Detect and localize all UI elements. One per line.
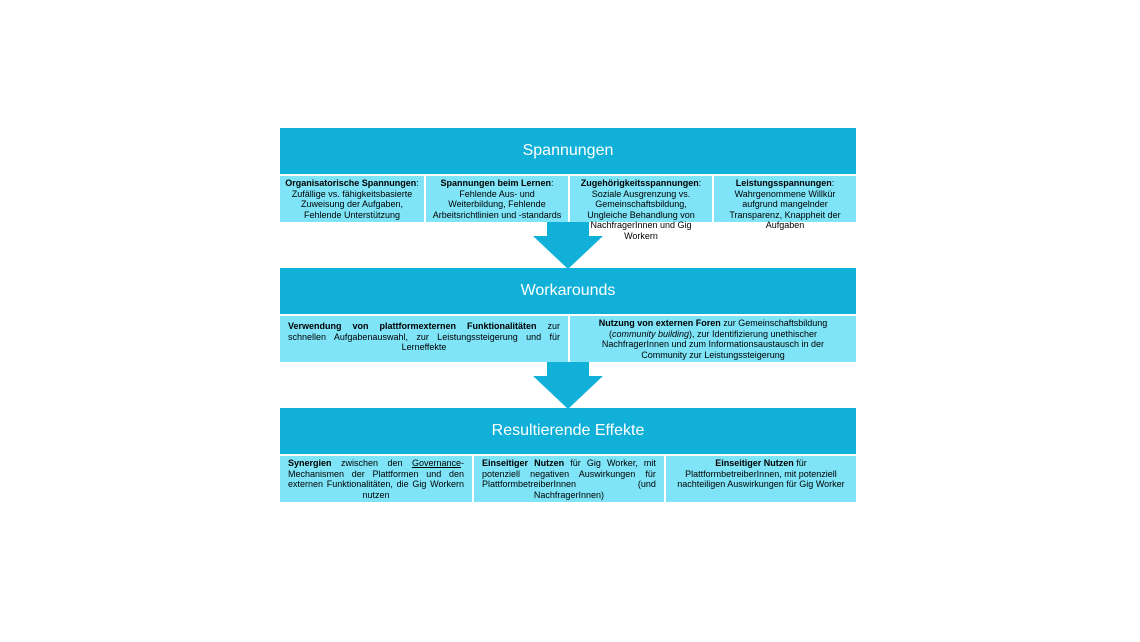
cell-heading: Verwendung von plattformexternen Funktio… bbox=[288, 321, 537, 331]
cell-heading: Nutzung von externen Foren bbox=[598, 318, 721, 328]
cell-heading: Zugehörigkeitsspannungen bbox=[580, 178, 699, 188]
spannungen-title: Spannungen bbox=[522, 142, 614, 159]
cell-text: : Wahrgenommene Willkür aufgrund mangeln… bbox=[729, 178, 841, 230]
workarounds-title: Workarounds bbox=[520, 282, 616, 299]
workarounds-header: Workarounds bbox=[280, 268, 856, 314]
spannungen-section: Spannungen Organisatorische Spannungen: … bbox=[280, 128, 856, 241]
cell-text: zur Gemeinschaftsbildung ( bbox=[608, 318, 828, 339]
cell-heading: Organisatorische Spannungen bbox=[285, 178, 417, 188]
cell-heading: Einseitiger Nutzen bbox=[715, 458, 794, 468]
cell-text: für Gig Worker, mit potenziell negativen… bbox=[481, 458, 656, 500]
workarounds-section: Workarounds Verwendung von plattformexte… bbox=[280, 268, 856, 362]
synergien-cell: Synergien zwischen den Governance-Mechan… bbox=[280, 456, 472, 502]
effekte-header: Resultierende Effekte bbox=[280, 408, 856, 454]
cell-text: zwischen den bbox=[331, 458, 412, 468]
effekte-title: Resultierende Effekte bbox=[491, 422, 645, 439]
cell-italic-text: community building bbox=[611, 328, 689, 339]
plattformexterne-funktionalitaeten-cell: Verwendung von plattformexternen Funktio… bbox=[280, 316, 568, 362]
cell-underlined-text: Governance bbox=[411, 458, 461, 468]
cell-text: : Zufällige vs. fähigkeitsbasierte Zuwei… bbox=[291, 178, 419, 220]
spannungen-beim-lernen-cell: Spannungen beim Lernen: Fehlende Aus- un… bbox=[424, 176, 568, 222]
externe-foren-cell: Nutzung von externen Foren zur Gemeinsch… bbox=[568, 316, 856, 362]
cell-heading: Synergien bbox=[288, 458, 332, 468]
zugehoerigkeitsspannungen-cell: Zugehörigkeitsspannungen: Soziale Ausgre… bbox=[568, 176, 712, 241]
einseitiger-nutzen-gig-worker-cell: Einseitiger Nutzen für Gig Worker, mit p… bbox=[471, 456, 664, 502]
cell-text: zur schnellen Aufgabenauswahl, zur Leist… bbox=[288, 321, 560, 352]
cell-text: für PlattformbetreiberInnen, mit potenzi… bbox=[677, 458, 845, 489]
cell-text: ), zur Identifizierung unethischer Nachf… bbox=[601, 328, 825, 360]
spannungen-header: Spannungen bbox=[280, 128, 856, 174]
organisatorische-spannungen-cell: Organisatorische Spannungen: Zufällige v… bbox=[280, 176, 424, 222]
cell-text: : Soziale Ausgrenzung vs. Gemeinschaftsb… bbox=[587, 178, 702, 241]
effekte-section: Resultierende Effekte Synergien zwischen… bbox=[280, 408, 856, 502]
cell-heading: Spannungen beim Lernen bbox=[440, 178, 551, 188]
cell-text: -Mechanismen der Plattformen und den ext… bbox=[288, 458, 464, 500]
einseitiger-nutzen-plattformbetreiber-cell: Einseitiger Nutzen für Plattformbetreibe… bbox=[663, 456, 856, 502]
cell-heading: Leistungsspannungen bbox=[735, 178, 832, 188]
cell-heading: Einseitiger Nutzen bbox=[481, 458, 565, 468]
down-arrow-2 bbox=[533, 362, 603, 409]
cell-text: : Fehlende Aus- und Weiterbildung, Fehle… bbox=[432, 178, 562, 220]
leistungsspannungen-cell: Leistungsspannungen: Wahrgenommene Willk… bbox=[712, 176, 856, 230]
down-arrow-1 bbox=[533, 222, 603, 269]
